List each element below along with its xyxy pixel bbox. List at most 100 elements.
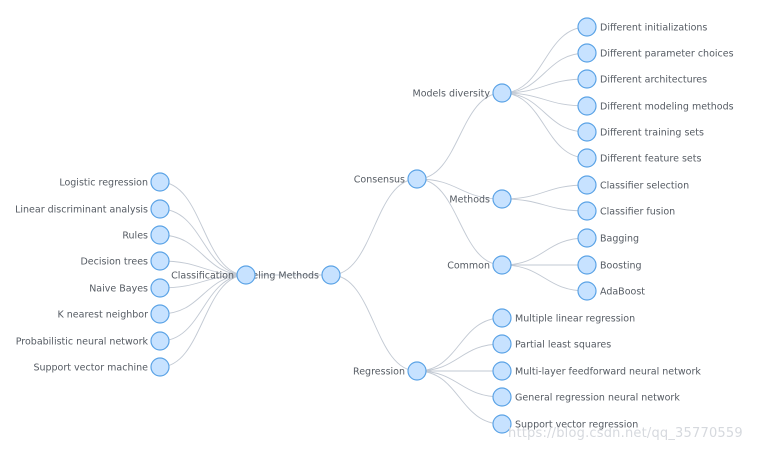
node-circle[interactable] (150, 225, 170, 245)
node-label: Multiple linear regression (515, 314, 635, 325)
tree-link (501, 26, 588, 94)
node-label: Different initializations (600, 23, 707, 34)
node-label: Decision trees (80, 257, 148, 268)
node-circle[interactable] (492, 361, 512, 381)
node-circle[interactable] (577, 43, 597, 63)
tree-link (501, 184, 588, 200)
node-circle[interactable] (150, 357, 170, 377)
node-label: Support vector machine (33, 363, 148, 374)
node-circle[interactable] (577, 228, 597, 248)
node-label: Linear discriminant analysis (15, 205, 148, 216)
node-label: General regression neural network (515, 393, 680, 404)
node-rules[interactable]: Rules (122, 225, 170, 245)
node-circle[interactable] (577, 201, 597, 221)
node-models-diversity[interactable]: Models diversity (413, 83, 512, 103)
node-circle[interactable] (150, 251, 170, 271)
tree-link (501, 92, 588, 159)
node-circle[interactable] (150, 331, 170, 351)
node-circle[interactable] (577, 96, 597, 116)
node-boosting[interactable]: Boosting (577, 255, 642, 275)
node-circle[interactable] (150, 304, 170, 324)
tree-link (159, 234, 247, 276)
tree-link (159, 208, 247, 276)
tree-link (159, 274, 247, 342)
tree-link (501, 92, 588, 107)
node-common[interactable]: Common (447, 255, 512, 275)
watermark-text: https://blog.csdn.net/qq_35770559 (508, 426, 743, 441)
node-logistic-regression[interactable]: Logistic regression (59, 172, 170, 192)
node-label: Boosting (600, 261, 642, 272)
node-label: Logistic regression (59, 178, 148, 189)
node-label: Methods (449, 195, 490, 206)
node-different-parameter-choices[interactable]: Different parameter choices (577, 43, 734, 63)
node-bagging[interactable]: Bagging (577, 228, 639, 248)
node-label: Support vector regression (515, 420, 638, 431)
node-classifier-fusion[interactable]: Classifier fusion (577, 201, 675, 221)
node-circle[interactable] (492, 308, 512, 328)
tree-link (501, 78, 588, 94)
node-circle[interactable] (321, 265, 341, 285)
tree-link (330, 178, 418, 276)
node-different-architectures[interactable]: Different architectures (577, 69, 707, 89)
node-label: Classifier fusion (600, 207, 675, 218)
node-methods[interactable]: Methods (449, 189, 512, 209)
node-linear-discriminant-analysis[interactable]: Linear discriminant analysis (15, 199, 170, 219)
node-circle[interactable] (150, 199, 170, 219)
node-decision-trees[interactable]: Decision trees (80, 251, 170, 271)
node-circle[interactable] (492, 255, 512, 275)
node-circle[interactable] (577, 69, 597, 89)
node-circle[interactable] (407, 361, 427, 381)
node-label: Probabilistic neural network (16, 337, 149, 348)
node-circle[interactable] (236, 265, 256, 285)
node-circle[interactable] (407, 169, 427, 189)
node-support-vector-regression[interactable]: Support vector regression (492, 414, 638, 434)
node-multi-layer-feedforward-neural-network[interactable]: Multi-layer feedforward neural network (492, 361, 701, 381)
node-multiple-linear-regression[interactable]: Multiple linear regression (492, 308, 635, 328)
node-circle[interactable] (150, 278, 170, 298)
node-circle[interactable] (492, 83, 512, 103)
node-naive-bayes[interactable]: Naive Bayes (89, 278, 170, 298)
node-circle[interactable] (577, 148, 597, 168)
tree-link (416, 370, 503, 425)
node-probabilistic-neural-network[interactable]: Probabilistic neural network (16, 331, 170, 351)
tree-link (416, 178, 503, 200)
node-partial-least-squares[interactable]: Partial least squares (492, 334, 611, 354)
node-regression[interactable]: Regression (353, 361, 427, 381)
node-circle[interactable] (492, 189, 512, 209)
node-circle[interactable] (577, 175, 597, 195)
tree-link (159, 260, 247, 276)
node-label: Different modeling methods (600, 102, 734, 113)
tree-link (501, 237, 588, 266)
node-classification[interactable]: Classification (171, 265, 256, 285)
node-label: Different architectures (600, 75, 707, 86)
node-label: Classification (171, 271, 234, 282)
tree-link (330, 274, 418, 372)
node-circle[interactable] (577, 281, 597, 301)
node-different-initializations[interactable]: Different initializations (577, 17, 707, 37)
node-classifier-selection[interactable]: Classifier selection (577, 175, 689, 195)
node-different-feature-sets[interactable]: Different feature sets (577, 148, 701, 168)
node-different-training-sets[interactable]: Different training sets (577, 122, 704, 142)
node-circle[interactable] (492, 414, 512, 434)
node-label: Regression (353, 367, 405, 378)
tree-link (416, 343, 503, 372)
tree-link (159, 274, 247, 368)
node-circle[interactable] (492, 387, 512, 407)
node-label: Different training sets (600, 128, 704, 139)
node-general-regression-neural-network[interactable]: General regression neural network (492, 387, 680, 407)
node-circle[interactable] (577, 17, 597, 37)
node-consensus[interactable]: Consensus (354, 169, 427, 189)
node-modeling-methods[interactable]: deling Methods (246, 265, 341, 285)
node-circle[interactable] (492, 334, 512, 354)
tree-link (501, 264, 588, 292)
node-label: Multi-layer feedforward neural network (515, 367, 701, 378)
node-label: AdaBoost (600, 287, 645, 298)
node-circle[interactable] (150, 172, 170, 192)
tree-link (416, 317, 503, 372)
node-support-vector-machine[interactable]: Support vector machine (33, 357, 170, 377)
node-k-nearest-neighbor[interactable]: K nearest neighbor (58, 304, 170, 324)
node-circle[interactable] (577, 255, 597, 275)
node-different-modeling-methods[interactable]: Different modeling methods (577, 96, 734, 116)
node-adaboost[interactable]: AdaBoost (577, 281, 645, 301)
node-circle[interactable] (577, 122, 597, 142)
